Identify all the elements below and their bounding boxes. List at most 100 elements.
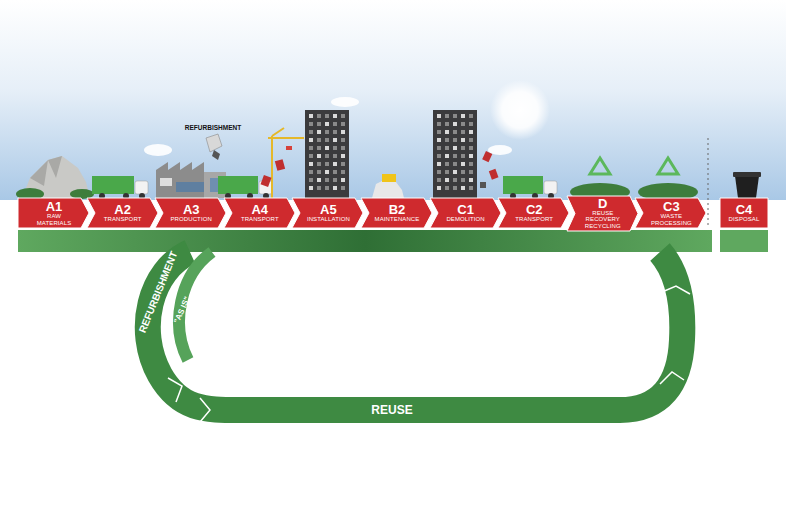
- stage-code: C3: [663, 200, 680, 213]
- window: [445, 178, 449, 182]
- chevron-outline: [87, 198, 158, 228]
- chevron-outline: [155, 198, 226, 228]
- chevron-outline: [498, 198, 569, 228]
- stage-code: A1: [46, 200, 63, 213]
- window: [317, 170, 321, 174]
- window: [461, 114, 465, 118]
- separator-line: [708, 138, 709, 228]
- cloud: [331, 97, 359, 107]
- truck-cab: [544, 181, 557, 194]
- window: [317, 146, 321, 150]
- stage-code: A3: [183, 203, 200, 216]
- window: [453, 170, 457, 174]
- window: [333, 162, 337, 166]
- window: [341, 130, 345, 134]
- recycle-symbol: [658, 158, 678, 174]
- window: [333, 114, 337, 118]
- window: [309, 122, 313, 126]
- window: [453, 114, 457, 118]
- truck-box: [92, 176, 134, 194]
- stage-chevron: C4DISPOSAL: [720, 198, 768, 228]
- recycle-symbol: [590, 158, 610, 174]
- window: [453, 138, 457, 142]
- window: [325, 170, 329, 174]
- window: [461, 178, 465, 182]
- refurbishment-icon: [206, 134, 222, 152]
- building: [433, 110, 477, 198]
- window: [469, 162, 473, 166]
- truck-box: [218, 176, 258, 194]
- cloud: [144, 144, 172, 156]
- window: [453, 122, 457, 126]
- window: [445, 114, 449, 118]
- window: [325, 178, 329, 182]
- window: [309, 114, 313, 118]
- window: [317, 186, 321, 190]
- stage-chevron: C2TRANSPORT: [498, 198, 569, 228]
- window: [333, 146, 337, 150]
- stage-chevron: A4TRANSPORT: [224, 198, 295, 228]
- window: [309, 146, 313, 150]
- stage-name: TRANSPORT: [241, 216, 279, 223]
- chevron-outline: [567, 196, 638, 231]
- window: [333, 178, 337, 182]
- window: [333, 170, 337, 174]
- window: [341, 114, 345, 118]
- window: [469, 146, 473, 150]
- green-band: [18, 230, 712, 252]
- window: [461, 138, 465, 142]
- window: [341, 146, 345, 150]
- window: [445, 154, 449, 158]
- crane: [268, 128, 304, 198]
- stage-code: A4: [251, 203, 268, 216]
- window: [445, 186, 449, 190]
- window: [333, 122, 337, 126]
- sky: [0, 0, 786, 200]
- stage-name: PRODUCTION: [171, 216, 212, 223]
- window: [469, 186, 473, 190]
- window: [309, 138, 313, 142]
- window: [317, 122, 321, 126]
- window: [453, 178, 457, 182]
- stage-name: DISPOSAL: [729, 216, 760, 223]
- window: [461, 170, 465, 174]
- window: [437, 130, 441, 134]
- window: [341, 178, 345, 182]
- window: [325, 162, 329, 166]
- stage-name: TRANSPORT: [104, 216, 142, 223]
- chevron-outline: [18, 198, 89, 228]
- window: [469, 138, 473, 142]
- window: [461, 154, 465, 158]
- window: [461, 122, 465, 126]
- chevron-outline: [430, 198, 501, 228]
- window: [453, 162, 457, 166]
- window: [461, 146, 465, 150]
- window: [437, 146, 441, 150]
- truck-box: [503, 176, 543, 194]
- stage-code: A5: [320, 203, 337, 216]
- factory: [156, 162, 204, 198]
- window: [437, 186, 441, 190]
- stage-code: C4: [736, 203, 753, 216]
- window: [469, 130, 473, 134]
- stage-chevron: C3WASTE PROCESSING: [635, 198, 706, 228]
- stage-chevron: A1RAW MATERIALS: [18, 198, 89, 228]
- window: [325, 138, 329, 142]
- window: [341, 138, 345, 142]
- window: [445, 162, 449, 166]
- window: [317, 162, 321, 166]
- maintenance-machine: [372, 180, 404, 198]
- window: [445, 122, 449, 126]
- window: [309, 154, 313, 158]
- window: [469, 170, 473, 174]
- window: [461, 162, 465, 166]
- chevron-outline: [635, 198, 706, 228]
- window: [437, 162, 441, 166]
- chevron-outline: [292, 198, 363, 228]
- window: [469, 154, 473, 158]
- window: [453, 186, 457, 190]
- window: [445, 146, 449, 150]
- window: [453, 154, 457, 158]
- window: [437, 114, 441, 118]
